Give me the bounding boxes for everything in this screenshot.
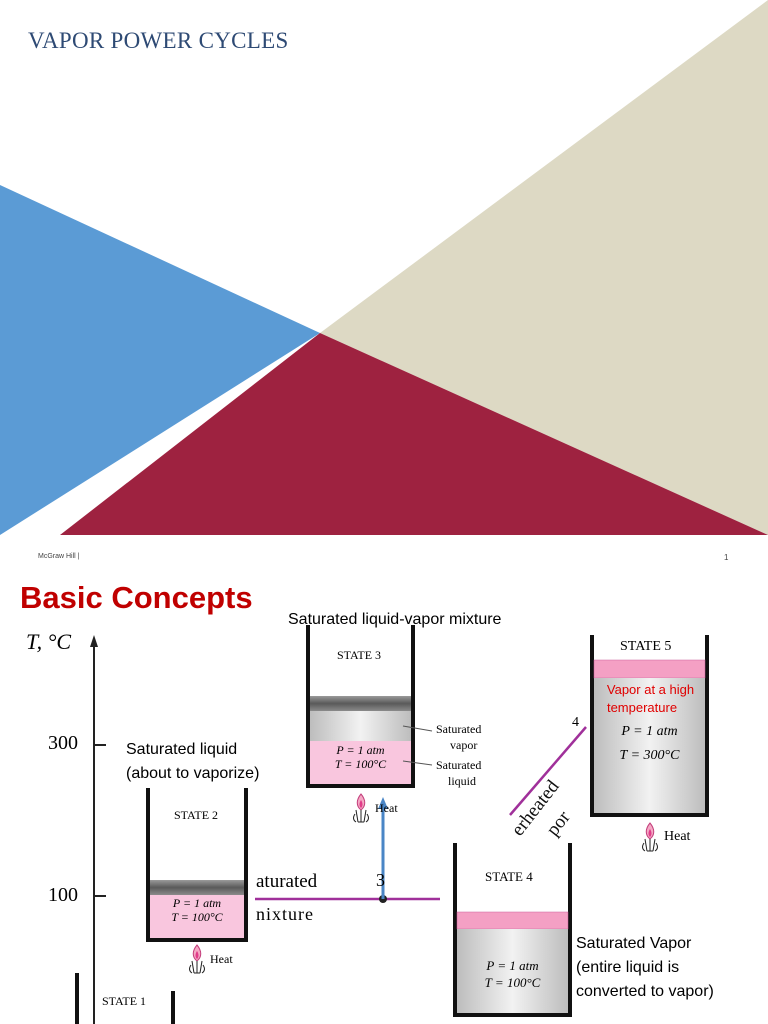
slide-heading: Basic Concepts [20, 580, 253, 615]
page-number: 1 [724, 553, 729, 562]
state5-heat-label: Heat [664, 829, 691, 844]
caption-mixture: Saturated liquid-vapor mixture [288, 611, 502, 628]
caption-sat-liquid-2: (about to vaporize) [126, 765, 260, 782]
state5-note-1: Vapor at a high [606, 682, 695, 697]
state3-vapor-label-2: vapor [450, 738, 478, 752]
state1-label: STATE 1 [102, 994, 147, 1008]
basic-concepts-slide: erheated por Basic Concepts T, °C 300 10… [0, 575, 768, 1024]
slide-title: VAPOR POWER CYCLES [28, 28, 289, 53]
t-axis-arrow [90, 635, 98, 647]
state3-vapor-label-1: Saturated [436, 722, 482, 736]
title-slide: VAPOR POWER CYCLES McGraw Hill | 1 [0, 0, 768, 562]
state2-heat-label: Heat [210, 952, 233, 966]
caption-sat-liquid-1: Saturated liquid [126, 741, 238, 758]
state4-label: STATE 4 [485, 869, 533, 884]
state3-label: STATE 3 [337, 648, 382, 662]
region-saturated-label: aturated [256, 871, 318, 892]
state3-heat-label: Heat [375, 801, 398, 815]
beige-triangle [320, 0, 768, 535]
state2-temperature: T = 100°C [171, 910, 223, 924]
state4-piston [456, 911, 569, 930]
slide-background-shapes [0, 0, 768, 535]
tick-100-label: 100 [48, 884, 78, 906]
state5-note-2: temperature [606, 700, 678, 715]
state3-vapor-leader [402, 725, 433, 732]
state3-piston [310, 696, 411, 711]
state3-liquid-label-1: Saturated [436, 758, 482, 772]
state5-pressure: P = 1 atm [621, 724, 678, 739]
state3-pressure: P = 1 atm [336, 743, 385, 757]
point-4-fragment: 4 [572, 715, 579, 730]
state5-temperature: T = 300°C [619, 748, 680, 763]
state5-piston [593, 659, 706, 679]
maroon-triangle [60, 333, 768, 535]
footer-publisher: McGraw Hill | [38, 553, 80, 560]
region-mixture-label: nixture [256, 904, 314, 924]
t-axis-label: T, °C [26, 629, 72, 654]
state2-liquid [150, 895, 244, 938]
state3-temperature: T = 100°C [334, 757, 387, 771]
caption-sat-vapor-2: (entire liquid is [576, 959, 680, 976]
state3-leader-arrow [378, 797, 388, 809]
superheated-line [509, 726, 587, 816]
state4-temperature: T = 100°C [484, 975, 541, 990]
caption-sat-vapor-1: Saturated Vapor [576, 935, 692, 952]
state3-liquid-leader [402, 760, 433, 766]
state2-pressure: P = 1 atm [172, 896, 222, 910]
state4-vapor [457, 929, 568, 1013]
point-3-label: 3 [376, 870, 385, 890]
state5-vapor [594, 678, 705, 813]
state3-liquid [310, 741, 411, 784]
state5-label: STATE 5 [620, 639, 672, 654]
state2-piston [150, 880, 244, 895]
superheated-label-2: por [542, 807, 575, 840]
state3-liquid-label-2: liquid [448, 774, 477, 788]
state-diagram: erheated por [75, 625, 709, 1024]
blue-triangle [0, 185, 320, 535]
caption-sat-vapor-3: converted to vapor) [576, 983, 714, 1000]
state2-label: STATE 2 [174, 808, 219, 822]
state4-pressure: P = 1 atm [486, 958, 539, 973]
tick-300-label: 300 [48, 732, 78, 754]
state3-vapor [310, 711, 411, 741]
